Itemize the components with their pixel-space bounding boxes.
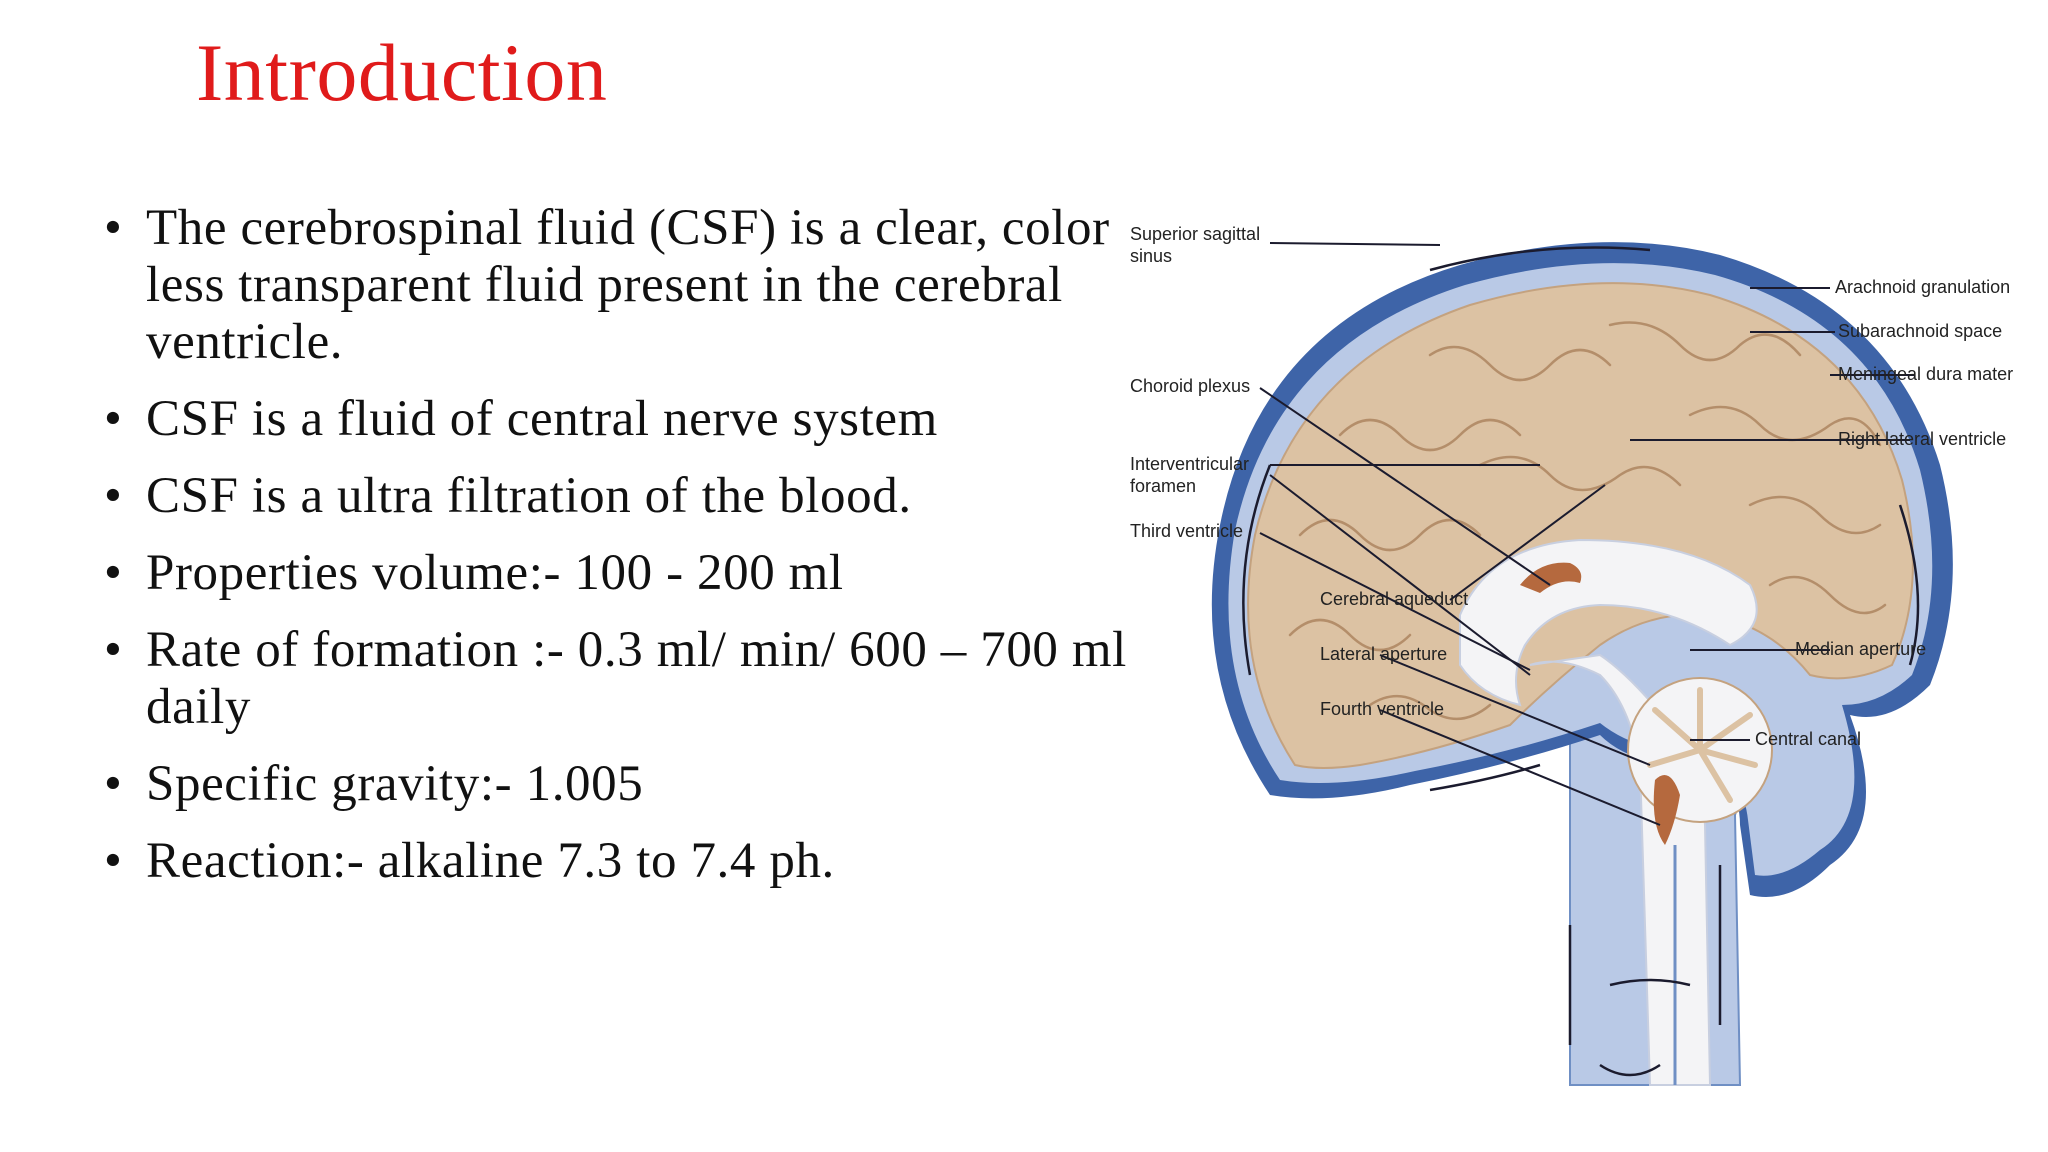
label-median-aperture: Median aperture — [1795, 639, 1926, 659]
label-central-canal: Central canal — [1755, 729, 1861, 749]
bullet-item: Rate of formation :- 0.3 ml/ min/ 600 – … — [104, 622, 1164, 736]
slide-title: Introduction — [196, 27, 608, 118]
label-choroid-plexus: Choroid plexus — [1130, 376, 1250, 396]
bullet-item: Properties volume:- 100 - 200 ml — [104, 545, 1164, 602]
cerebrum-shape — [1247, 282, 1914, 769]
csf-circulation-diagram: Superior sagittal sinus Choroid plexus I… — [1130, 224, 2013, 1086]
flow-arrows — [1242, 246, 1920, 1077]
bullet-item: CSF is a ultra filtration of the blood. — [104, 468, 1164, 525]
bullet-item: Specific gravity:- 1.005 — [104, 756, 1164, 813]
label-subarachnoid-space: Subarachnoid space — [1838, 321, 2002, 341]
label-cerebral-aqueduct: Cerebral aqueduct — [1320, 589, 1468, 609]
bullet-item: Reaction:- alkaline 7.3 to 7.4 ph. — [104, 833, 1164, 890]
label-right-lateral-ventricle: Right lateral ventricle — [1838, 429, 2006, 449]
fourth-ventricle-choroid — [1653, 775, 1680, 845]
bullet-list: The cerebrospinal fluid (CSF) is a clear… — [104, 200, 1164, 910]
label-superior-sagittal-sinus: Superior sagittal — [1130, 224, 1260, 244]
leader-lines — [1259, 242, 1915, 826]
label-superior-sagittal-sinus-2: sinus — [1130, 246, 1172, 266]
cerebellum-folia — [1647, 687, 1758, 803]
label-arachnoid-granulation: Arachnoid granulation — [1835, 277, 2010, 297]
label-interventricular-foramen: Interventricular — [1130, 454, 1249, 474]
label-lateral-aperture: Lateral aperture — [1320, 644, 1447, 664]
bullet-item: CSF is a fluid of central nerve system — [104, 391, 1164, 448]
label-fourth-ventricle: Fourth ventricle — [1320, 699, 1444, 719]
choroid-plexus-shape — [1520, 562, 1582, 593]
label-interventricular-foramen-2: foramen — [1130, 476, 1196, 496]
label-meningeal-dura-mater: Meningeal dura mater — [1838, 364, 2013, 384]
label-third-ventricle: Third ventricle — [1130, 521, 1243, 541]
bullet-item: The cerebrospinal fluid (CSF) is a clear… — [104, 200, 1164, 371]
